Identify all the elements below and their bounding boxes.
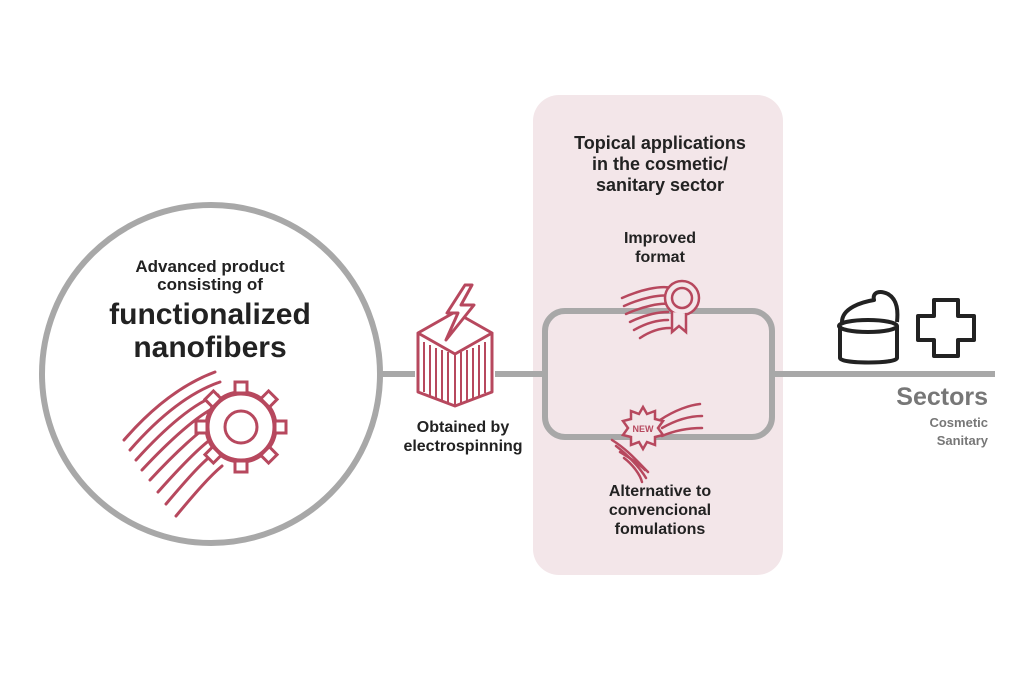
alternative-line3: fomulations: [614, 521, 706, 538]
process-label: Obtained by electrospinning: [374, 418, 552, 456]
fibers-new-badge-icon: [610, 402, 704, 484]
applications-panel: [533, 95, 783, 575]
process-line2: electrospinning: [403, 438, 523, 455]
sectors-title: Sectors: [896, 383, 988, 411]
product-line2: consisting of: [157, 275, 263, 294]
medical-cross-icon: [916, 298, 976, 358]
sector-cosmetic: Cosmetic: [929, 415, 988, 430]
applications-title-line1: Topical applications: [574, 133, 746, 153]
applications-title-line2: in the cosmetic/: [591, 154, 729, 174]
alternative-line1: Alternative to: [608, 483, 712, 500]
fibers-award-icon: [620, 279, 701, 340]
fibers-gear-icon: [122, 370, 288, 518]
product-line1: Advanced product: [135, 257, 285, 276]
process-line1: Obtained by: [416, 419, 510, 436]
product-line4: nanofibers: [133, 331, 287, 364]
alternative-label: Alternative to convencional fomulations: [576, 482, 744, 539]
improved-line1: Improved: [623, 230, 696, 247]
product-line3: functionalized: [109, 298, 311, 331]
applications-title: Topical applications in the cosmetic/ sa…: [540, 133, 780, 196]
cream-jar-icon: [837, 290, 900, 365]
product-subtitle: Advanced product consisting of: [120, 258, 300, 294]
sector-sanitary: Sanitary: [936, 433, 988, 448]
alternative-line2: convencional: [608, 502, 712, 519]
electrospinning-icon: [416, 283, 494, 408]
improved-line2: format: [635, 249, 685, 266]
applications-title-line3: sanitary sector: [595, 175, 725, 195]
improved-format-label: Improved format: [590, 229, 730, 267]
new-badge-text: NEW: [633, 424, 655, 434]
product-title: functionalized nanofibers: [90, 298, 330, 364]
